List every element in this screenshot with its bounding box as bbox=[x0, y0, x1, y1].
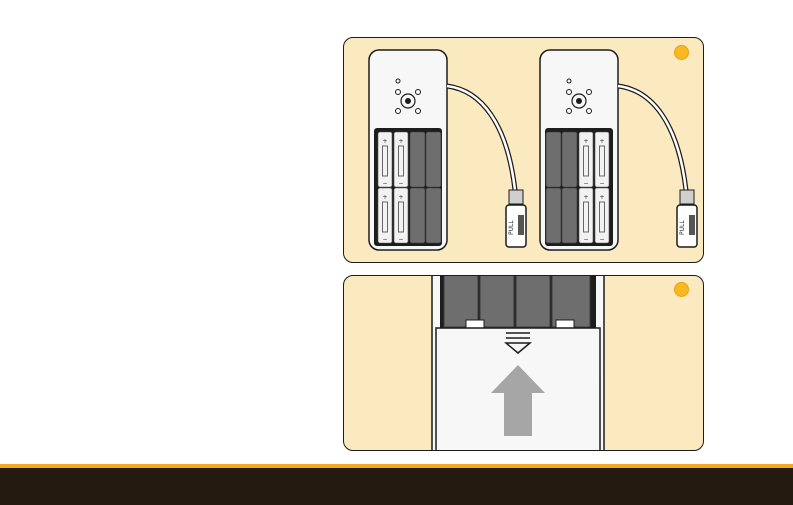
cover-slide-illustration bbox=[344, 276, 704, 451]
battery-pack-left bbox=[369, 50, 526, 250]
illustration-panel-step-1: + − PULL bbox=[343, 37, 704, 263]
step-dot-icon bbox=[674, 45, 689, 60]
footer-bar bbox=[0, 468, 793, 505]
step-dot-icon bbox=[674, 282, 689, 297]
battery-pack-right bbox=[540, 50, 697, 250]
battery-packs-illustration: + − PULL bbox=[344, 38, 704, 263]
illustration-panel-step-2 bbox=[343, 275, 704, 451]
